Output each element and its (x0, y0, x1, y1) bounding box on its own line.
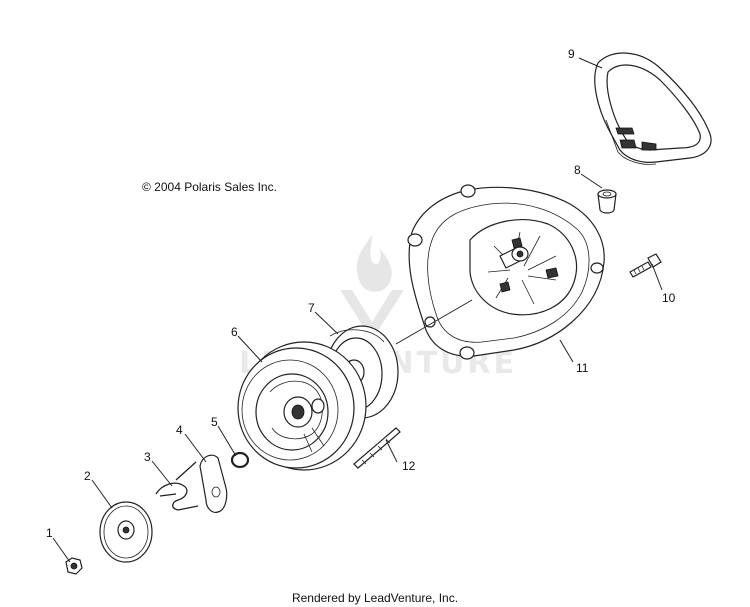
callout-8: 8 (574, 163, 581, 177)
part-3-spring (155, 461, 199, 511)
callout-10: 10 (662, 291, 676, 305)
part-4-pawl (199, 454, 228, 513)
footer-credit: Rendered by LeadVenture, Inc. (292, 591, 458, 605)
callout-2: 2 (84, 469, 91, 483)
copyright-text: © 2004 Polaris Sales Inc. (142, 180, 277, 194)
callout-12: 12 (402, 459, 416, 473)
leader-lines (52, 57, 663, 563)
callout-11: 11 (576, 361, 589, 375)
part-10-bolt (629, 253, 662, 278)
part-2-drive-plate (99, 501, 153, 563)
callout-4: 4 (176, 423, 183, 437)
callout-3: 3 (144, 450, 151, 464)
part-9-recoil-handle (594, 52, 712, 165)
callout-7: 7 (308, 301, 315, 315)
callout-6: 6 (231, 325, 238, 339)
callout-5: 5 (211, 415, 218, 429)
part-8-bushing (597, 189, 617, 214)
part-6-starter-reel (237, 341, 367, 471)
part-11-housing (407, 184, 605, 360)
callout-1: 1 (46, 526, 53, 540)
part-5-snap-ring (230, 451, 250, 469)
callout-9: 9 (568, 47, 575, 61)
assembly-axis-line (395, 299, 473, 345)
part-12-rope (353, 427, 401, 469)
